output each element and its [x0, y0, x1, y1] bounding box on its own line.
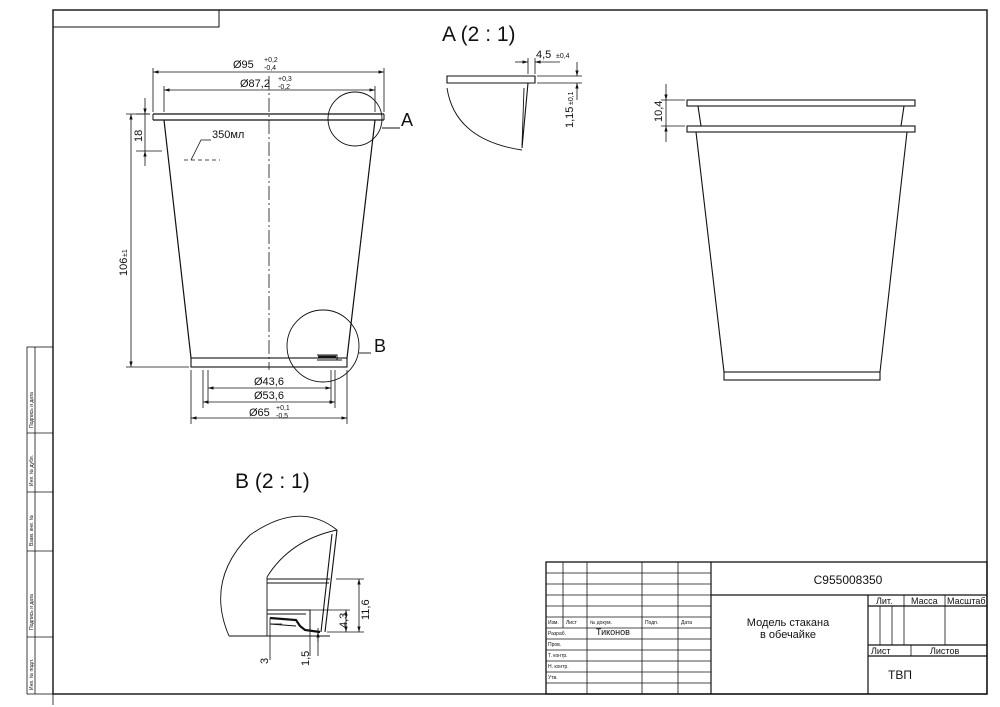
dim-a-thickness: 1,15 [564, 107, 576, 128]
part-name-line1: Модель стакана [747, 617, 830, 629]
col-izm: Изм. [548, 620, 559, 626]
org-label: ТВП [888, 668, 912, 682]
detail-b-view [220, 515, 364, 660]
designation: С955008350 [814, 573, 883, 587]
side-stamp-cell-1: Подпись и дата [29, 392, 35, 428]
dim-top-inner: Ø87,2 [240, 78, 270, 90]
row-nkontr: Н. контр. [548, 664, 569, 670]
side-stamp-cell-5: Инв. № подл. [29, 659, 35, 690]
dim-bottom-2: Ø53,6 [254, 390, 284, 402]
col-sign: Подп. [645, 620, 658, 626]
dim-b-h4: 3 [259, 658, 271, 664]
mass-label: Масса [911, 596, 938, 606]
side-stamp-cell-4: Подпись и дата [29, 594, 35, 630]
side-stamp-cell-3: Взам. инв. № [29, 515, 35, 546]
dim-height-tol: ±1 [122, 249, 129, 257]
side-stamp-cell-2: Инв. № дубл. [29, 455, 35, 486]
row-utv: Утв. [548, 675, 558, 681]
dim-bottom-3-tol-low: -0,5 [276, 413, 288, 420]
dim-b-h3: 1,5 [300, 651, 312, 666]
dim-b-h2: 4,3 [338, 613, 350, 628]
row-prov: Пров. [548, 642, 561, 648]
side-stamp [26, 346, 54, 695]
dim-a-thickness-tol: ±0,1 [568, 91, 575, 105]
dim-height: 106 [118, 258, 130, 276]
callout-b: B [374, 336, 386, 356]
dim-top-inner-tol-low: -0,2 [278, 84, 290, 91]
sheet-label: Лист [871, 646, 891, 656]
dim-bottom-3: Ø65 [249, 407, 270, 419]
col-list: Лист [566, 620, 578, 626]
sheets-label: Листов [930, 646, 959, 656]
callout-a: A [401, 110, 413, 130]
detail-b-labels: B (2 : 1) 11,6 4,3 1,5 3 [235, 470, 372, 666]
dim-rim-height: 18 [133, 130, 145, 142]
dim-bottom-1: Ø43,6 [254, 376, 284, 388]
detail-a-view [446, 58, 582, 151]
front-dimensions [126, 68, 385, 424]
dim-top-outer-tol-low: -0,4 [264, 65, 276, 72]
detail-a-title: A (2 : 1) [442, 23, 516, 46]
volume-label: 350мл [212, 129, 244, 141]
front-dimension-labels: Ø95 +0,2 -0,4 Ø87,2 +0,3 -0,2 350мл 18 1… [118, 57, 413, 420]
title-block [545, 561, 988, 695]
dim-a-width: 4,5 [536, 49, 551, 61]
dim-top-outer: Ø95 [233, 59, 254, 71]
row-tkontr: Т. контр. [548, 653, 568, 659]
dim-top-outer-tol-up: +0,2 [264, 57, 278, 64]
col-doc: № докум. [590, 620, 612, 626]
part-name-line2: в обечайке [760, 629, 816, 641]
lit-label: Лит. [876, 596, 893, 606]
col-date: Дата [681, 620, 692, 626]
scale-label: Масштаб [947, 596, 986, 606]
side-stamp-labels: Подпись и дата Инв. № дубл. Взам. инв. №… [29, 392, 35, 690]
detail-b-title: B (2 : 1) [235, 470, 310, 493]
developer-name: Тиконов [596, 627, 630, 637]
dim-a-width-tol: ±0,4 [556, 53, 570, 60]
cup-stacked-view [661, 84, 916, 381]
dim-top-inner-tol-up: +0,3 [278, 76, 292, 83]
detail-a-labels: A (2 : 1) 4,5 ±0,4 1,15 ±0,1 [442, 23, 576, 128]
dim-bottom-3-tol-up: +0,1 [276, 405, 290, 412]
dim-stack-step: 10,4 [653, 101, 665, 122]
row-razrab: Разраб. [548, 631, 566, 637]
title-block-text: С955008350 Модель стакана в обечайке Лит… [548, 573, 986, 682]
cup-front-view [152, 76, 400, 383]
dim-b-h1: 11,6 [360, 599, 372, 620]
